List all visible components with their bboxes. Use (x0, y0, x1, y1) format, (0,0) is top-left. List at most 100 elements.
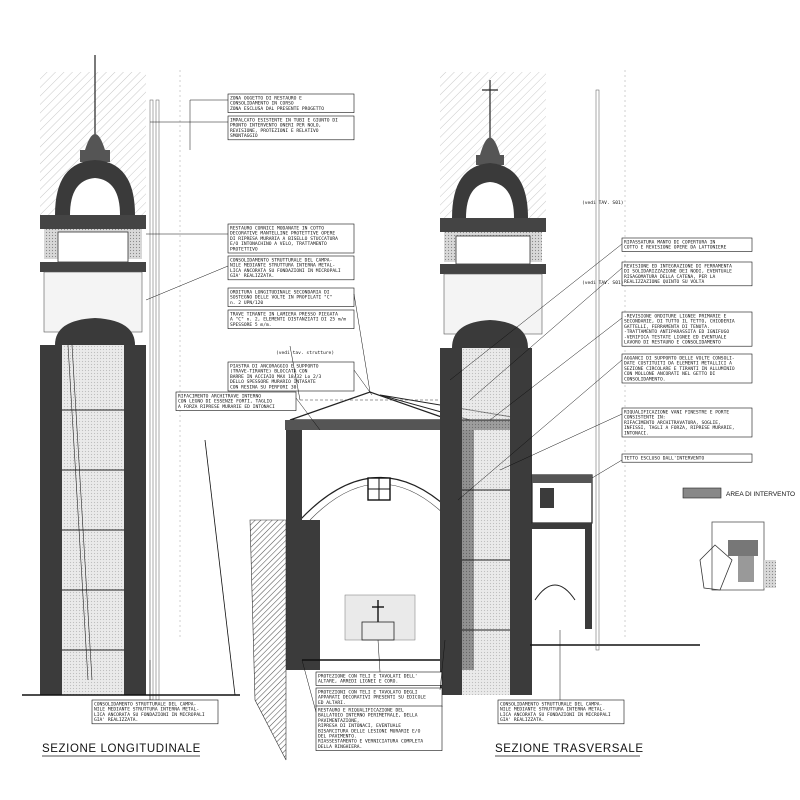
callout-line: TRAVE TIRANTE IN LAMIERA PRESSO PIEGATA (230, 312, 338, 318)
callout-note-11: -REVISIONE ORDITURE LIGNEE PRIMARIE ESEC… (621, 311, 753, 347)
leader-line (353, 293, 371, 393)
callout-box (227, 115, 355, 141)
callout-note-14: TETTO ESCLUSO DALL'INTERVENTO (621, 453, 753, 463)
callout-line: CONSOLIDAMENTO IN CORSO (230, 101, 294, 107)
leader-line (499, 413, 623, 471)
callout-line: LICA ANCORATA SU FONDAZIONI IN MICROPALI (94, 712, 205, 718)
callout-note-19: CONSOLIDAMENTO STRUTTURALE DEL CAMPA-NIL… (497, 699, 625, 725)
callout-line: RESTAURO CORNICI MODANATE IN COTTO (230, 226, 324, 232)
callout-line: A FORZA RIPRESE MURARIE ED INTONACI (178, 404, 275, 410)
callout-line: DEL PAVIMENTO. (318, 734, 357, 740)
callout-line: CONSISTENTE IN: (624, 415, 666, 421)
callout-line: PROTEZIONI CON TELI E TAVOLATO DEGLI (318, 690, 418, 696)
callout-line: DECORATIVE MANTELLINE PROTETTIVE OPERE (230, 231, 335, 237)
altar-area (344, 594, 416, 641)
callout-line: -REVISIONE ORDITURE LIGNEE PRIMARIE E (624, 314, 727, 320)
callout-note-18: CONSOLIDAMENTO STRUTTURALE DEL CAMPA-NIL… (91, 699, 219, 725)
callout-line: CONSOLIDAMENTO. (624, 376, 666, 382)
legend-label: AREA DI INTERVENTO (726, 491, 795, 498)
callout-box (227, 361, 355, 392)
callout-line: ZONA OGGETTO DI RESTAURO E (230, 96, 302, 102)
callout-line: GATTELLI, FERRAMENTA DI TENUTA. (624, 324, 710, 330)
callout-box (315, 705, 443, 751)
callout-line: PAVIMENTAZIONE, (318, 718, 360, 724)
leader-line (457, 359, 623, 501)
callout-line: LICA ANCORATA SU FONDAZIONI IN MICROPALI (500, 712, 611, 718)
callout-line: GIA' REALIZZATA. (230, 273, 274, 279)
callout-line: RIQUALIFICAZIONE VANI FINESTRE E PORTE (624, 410, 729, 416)
inline-label-structures: (vedi tav. strutture) (276, 350, 334, 356)
callout-line: NILE MEDIANTE STRUTTURA INTERNA METAL- (230, 263, 335, 269)
callout-line: CON MOLLONE ANCORATI NEL GETTO DI (624, 371, 716, 377)
section-title-longitudinal: SEZIONE LONGITUDINALE (42, 743, 201, 755)
callout-box (621, 237, 753, 252)
leader-line (439, 639, 446, 691)
right-tower (440, 70, 700, 695)
callout-line: CON LEGNO DI ESSENZE FORTI, TAGLIO (178, 399, 272, 405)
left-scaffold (149, 99, 154, 701)
callout-line: COTTO E REVISIONE OPERE DA LATTONIERE (624, 245, 727, 251)
left-tower-ladder (67, 344, 89, 681)
right-tower-wall-east (510, 348, 532, 695)
callout-note-7: PIASTRA DI ANCORAGGIO E SUPPORTO(TRAVE-T… (227, 361, 355, 392)
callout-box (227, 287, 355, 307)
callout-note-10: REVISIONE ED INTEGRAZIONE DI FERRAMENTAD… (621, 261, 753, 287)
left-tower (22, 55, 240, 701)
callout-line: INFISSI, TAGLI A FORZA, RIPRESE MURARIE, (624, 425, 735, 431)
callout-line: REVISIONE ED INTEGRAZIONE DI FERRAMENTA (624, 264, 732, 270)
callout-note-16: PROTEZIONI CON TELI E TAVOLATO DEGLIAPPA… (315, 687, 443, 707)
callout-note-4: CONSOLIDAMENTO STRUTTURALE DEL CAMPA-NIL… (227, 255, 355, 281)
leader-line (449, 243, 623, 381)
callout-box (621, 453, 753, 463)
callout-box (621, 353, 753, 384)
callout-box (175, 391, 297, 411)
callout-line: REVISIONE, PROTEZIONI E RELATIVO (230, 128, 319, 134)
callout-line: NILE MEDIANTE STRUTTURA INTERNA METAL- (94, 707, 199, 713)
callout-line: LAVORO DI RESTAURO E CONSOLIDAMENTO (624, 340, 721, 346)
callout-note-6: TRAVE TIRANTE IN LAMIERA PRESSO PIEGATAA… (227, 309, 355, 329)
leader-line (301, 659, 317, 713)
callout-note-5: ORDITURA LONGITUDINALE SECONDARIA DISOST… (227, 287, 355, 307)
callout-line: RIFACIMENTO ARCHITRAVE INTERNO (178, 394, 261, 400)
callout-line: RIFACIMENTO ARCHITRAVATURA, SOGLIE, (624, 420, 721, 426)
callout-line: SMONTAGGIO (230, 133, 258, 139)
leader-line (353, 369, 373, 396)
callout-line: CONSOLIDAMENTO STRUTTURALE DEL CAMPA- (230, 258, 332, 264)
callout-note-3: RESTAURO CORNICI MODANATE IN COTTODECORA… (227, 223, 355, 254)
callout-line: PROTEZIONE CON TELI E TAVOLATI DELL' (318, 674, 418, 680)
callout-note-17: RESTAURO E RIQUALIFICAZIONE DELBALLATOIO… (315, 705, 443, 751)
callout-line: DI SOLIDARIZZAZIONE DEI NODI, EVENTUALE (624, 269, 732, 275)
callout-line: SPESSORE 5 m/m. (230, 322, 272, 328)
callout-box (91, 699, 219, 725)
leader-line (189, 99, 228, 150)
callout-line: BALLATOIO INTERNO PERIMETRALE, DELLA (318, 713, 418, 719)
annotation-notes: ZONA OGGETTO DI RESTAURO ECONSOLIDAMENTO… (91, 93, 753, 751)
callout-box (621, 311, 753, 347)
callout-line: n. 2 UPN/120 (230, 300, 263, 306)
callout-line: SOSTEGNO DELLE VOLTE IN PROFILATI "C" (230, 295, 332, 301)
callout-line: CON RESINA SU PERFORI 30 (230, 384, 297, 390)
leader-line (295, 397, 321, 431)
callout-line: NILE MEDIANTE STRUTTURA INTERNA METAL- (500, 707, 605, 713)
leader-line (489, 317, 623, 421)
callout-line: DELLA RINGHIERA. (318, 744, 362, 750)
callout-line: PROTETTIVO (230, 246, 258, 252)
leader-line (289, 345, 301, 401)
callout-line: A "C" n. 2, ELEMENTI DISTANZIATI DI 25 m… (230, 317, 346, 323)
callout-box (497, 699, 625, 725)
leader-line (377, 639, 381, 673)
callout-line: RIASSESTAMENTO E VERNICIATURA COMPLETA (318, 739, 423, 745)
left-tower-wall-west (40, 345, 62, 695)
callout-line: INTONACI. (624, 430, 649, 436)
callout-box (315, 671, 443, 686)
leader-line (591, 459, 623, 479)
callout-line: APPARATI DECORATIVI PRESENTI SU EDICOLE (318, 695, 426, 701)
callout-line: GIA' REALIZZATA. (500, 717, 544, 723)
callout-line: CONSOLIDAMENTO STRUTTURALE DEL CAMPA- (94, 702, 196, 708)
callout-line: TETTO ESCLUSO DALL'INTERVENTO (624, 456, 704, 462)
callout-line: -VERIFICA TESTATE LIGNEE ED EVENTUALE (624, 334, 727, 340)
callout-line: IMPALCATO ESISTENTE IN TUBI E GIUNTO DI (230, 118, 338, 124)
leader-lines (145, 99, 623, 713)
